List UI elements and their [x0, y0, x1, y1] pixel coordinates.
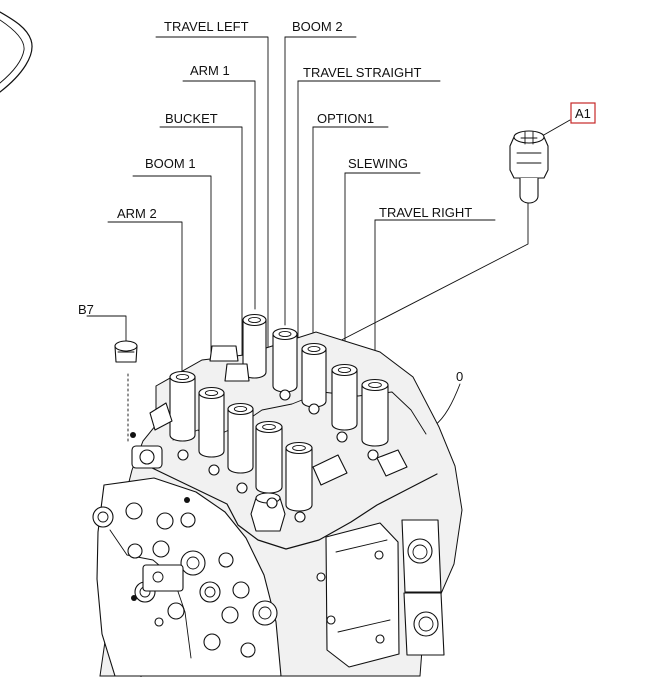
fastener-1: [316, 572, 326, 582]
label-boom-2: BOOM 2: [292, 19, 343, 34]
a1-fitting-body: [509, 136, 549, 179]
a1-highlight-frame: [570, 102, 596, 124]
front-port-13: [221, 606, 239, 624]
label-slewing: SLEWING: [348, 156, 408, 171]
front-port-7-inner: [186, 556, 200, 570]
front-port-1-inner: [97, 511, 109, 523]
solenoid-travel-straight: [285, 441, 313, 512]
solenoid-arm-2: [169, 370, 196, 442]
right-flange-lower-port: [413, 611, 439, 637]
fastener-2: [374, 550, 384, 560]
side-block-lines: [335, 539, 391, 633]
fastener-8: [130, 432, 136, 438]
solenoid-bolts: [177, 389, 379, 523]
lower-fitting-port: [152, 571, 164, 583]
front-port-10-inner: [204, 586, 216, 598]
front-port-14-inner: [258, 606, 272, 620]
label-zero: 0: [456, 369, 463, 384]
central-fitting: [250, 492, 286, 532]
solenoid-slewing: [331, 363, 358, 431]
a1-fitting: [509, 130, 549, 204]
a1-fitting-details: [520, 131, 538, 145]
a1-fitting-top: [513, 130, 545, 144]
solenoid-arm-1: [242, 313, 267, 379]
front-port-6: [152, 540, 170, 558]
leader-travel-left: [155, 36, 269, 422]
leader-b7: [86, 315, 127, 347]
solenoid-travel-right: [361, 378, 389, 447]
label-travel-straight: TRAVEL STRAIGHT: [303, 65, 422, 80]
solenoid-travel-left: [255, 420, 283, 494]
top-left-inner-outline: [0, 19, 25, 84]
label-a1-box: A1: [570, 102, 596, 124]
label-travel-left: TRAVEL LEFT: [164, 19, 249, 34]
leader-bucket: [159, 126, 243, 406]
label-arm-1: ARM 1: [190, 63, 230, 78]
left-fitting-port: [139, 449, 155, 465]
front-port-7: [180, 550, 206, 576]
front-port-4: [180, 512, 196, 528]
label-a1: A1: [575, 106, 591, 121]
front-port-1: [92, 506, 114, 528]
b7-plug-top: [114, 340, 138, 352]
front-port-12: [167, 602, 185, 620]
front-port-14: [252, 600, 278, 626]
label-boom-1: BOOM 1: [145, 156, 196, 171]
a1-fitting-grooves: [516, 152, 542, 164]
a1-fitting-stem: [519, 178, 539, 204]
left-fitting: [131, 445, 163, 469]
fastener-3: [326, 615, 336, 625]
front-port-5: [127, 543, 143, 559]
fastener-7: [184, 497, 190, 503]
front-port-16: [240, 642, 256, 658]
leader-arm-2: [107, 221, 183, 373]
fastener-5: [154, 617, 164, 627]
front-port-2: [125, 502, 143, 520]
leader-a1-main: [292, 200, 529, 366]
front-port-10: [199, 581, 221, 603]
lower-fitting: [142, 564, 184, 592]
solenoid-option1: [301, 342, 327, 408]
front-port-15: [203, 633, 221, 651]
right-flange-upper-port: [407, 538, 433, 564]
front-port-11: [232, 581, 250, 599]
label-bucket: BUCKET: [165, 111, 218, 126]
front-port-8: [218, 552, 234, 568]
solenoid-boom-2: [272, 327, 298, 393]
right-flange-lower-port-inner: [418, 616, 434, 632]
right-flange-upper-port-inner: [412, 544, 428, 560]
label-b7: B7: [78, 302, 94, 317]
valve-mid-ridge: [147, 465, 438, 550]
leader-a1: [541, 119, 571, 137]
label-option1: OPTION1: [317, 111, 374, 126]
fastener-6: [131, 595, 137, 601]
valve-assembly: [92, 313, 463, 677]
leader-boom-1: [132, 175, 212, 390]
solenoid-boom-1: [198, 386, 225, 458]
fasteners: [130, 432, 385, 644]
front-port-3: [156, 512, 174, 530]
leader-arm-1: [182, 80, 256, 310]
b7-plug: [114, 340, 138, 363]
top-hardware: [149, 345, 408, 486]
top-left-outline: [0, 11, 33, 93]
leader-zero: [433, 383, 461, 427]
fastener-4: [375, 634, 385, 644]
leader-lines: [86, 36, 571, 677]
side-block: [325, 522, 400, 668]
label-travel-right: TRAVEL RIGHT: [379, 205, 472, 220]
label-arm-2: ARM 2: [117, 206, 157, 221]
solenoid-bucket: [227, 402, 254, 474]
front-plate-ports: [92, 502, 278, 658]
front-port-plate: [96, 477, 282, 677]
